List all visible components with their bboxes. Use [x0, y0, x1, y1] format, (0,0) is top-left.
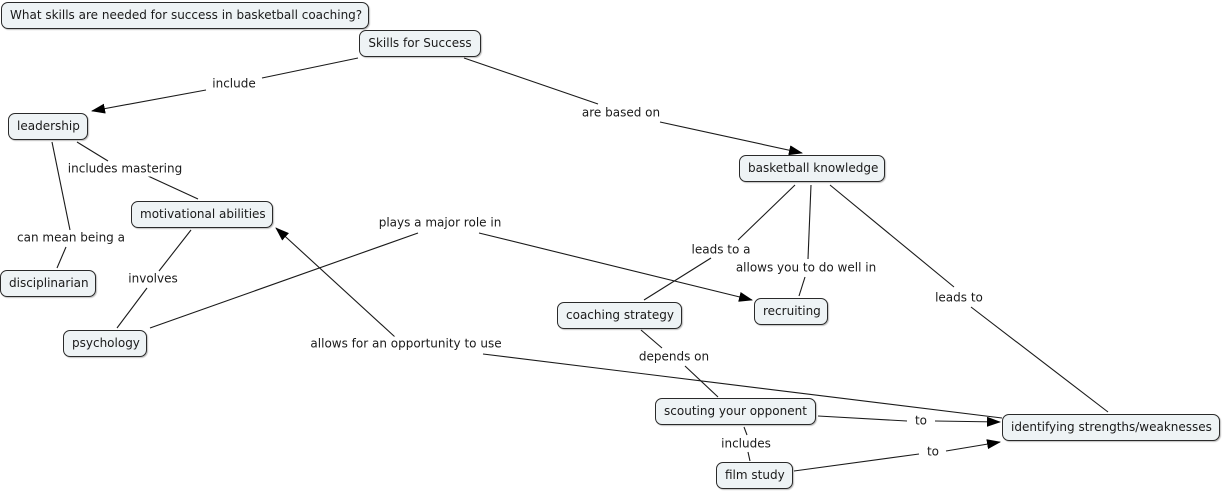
line-bball-dowell: [807, 184, 812, 260]
line-motivational-involves: [158, 229, 192, 272]
line-skills-basedon: [463, 57, 599, 105]
link-label-can-mean-being-a[interactable]: can mean being a: [15, 230, 127, 246]
line-dowell-recruiting: [798, 276, 806, 297]
concept-leadership[interactable]: leadership: [8, 113, 88, 140]
line-leadsto-identifying: [970, 306, 1109, 413]
link-label-includes-mastering[interactable]: includes mastering: [65, 161, 185, 177]
concept-motivational-abilities[interactable]: motivational abilities: [131, 201, 273, 228]
line-includes-film: [747, 451, 751, 462]
line-to2-identifying: [945, 439, 1001, 452]
line-scouting-to: [817, 415, 908, 422]
link-label-leads-to[interactable]: leads to: [933, 290, 985, 306]
link-label-to-scouting[interactable]: to: [912, 413, 930, 429]
line-leadership-includesmastering: [76, 141, 109, 162]
line-bball-leadsto: [829, 184, 955, 288]
line-leadstoa-coaching: [643, 257, 712, 301]
line-bball-leadstoa: [737, 184, 796, 241]
line-skills-include: [261, 57, 359, 79]
link-label-allows-you-to-do-well-in[interactable]: allows you to do well in: [733, 260, 879, 276]
line-opportunity-motivational: [275, 227, 396, 338]
link-label-to-film[interactable]: to: [924, 444, 942, 460]
concept-skills-for-success[interactable]: Skills for Success: [359, 30, 481, 57]
concept-identifying-strengths-weaknesses[interactable]: identifying strengths/weaknesses: [1002, 414, 1220, 441]
link-label-includes[interactable]: includes: [719, 436, 773, 452]
line-include-leadership: [91, 89, 207, 114]
focus-question[interactable]: What skills are needed for success in ba…: [1, 2, 369, 29]
line-scouting-includes: [743, 426, 748, 436]
link-label-leads-to-a[interactable]: leads to a: [689, 242, 753, 258]
line-involves-psychology: [116, 287, 148, 329]
line-basedon-bball: [659, 121, 803, 156]
concept-scouting-your-opponent[interactable]: scouting your opponent: [655, 398, 816, 425]
link-label-are-based-on[interactable]: are based on: [579, 105, 663, 121]
link-label-depends-on[interactable]: depends on: [636, 349, 712, 365]
line-coaching-dependson: [640, 329, 663, 349]
concept-disciplinarian[interactable]: disciplinarian: [0, 270, 96, 297]
line-film-to: [793, 453, 920, 472]
concept-basketball-knowledge[interactable]: basketball knowledge: [739, 155, 885, 182]
link-label-allows-for-an-opportunity-to-use[interactable]: allows for an opportunity to use: [308, 336, 504, 352]
concept-recruiting[interactable]: recruiting: [754, 298, 828, 325]
line-canmean-disciplinarian: [56, 246, 67, 269]
link-label-involves[interactable]: involves: [126, 271, 180, 287]
concept-coaching-strategy[interactable]: coaching strategy: [557, 302, 682, 329]
line-leadership-canmean: [51, 141, 71, 231]
link-label-include[interactable]: include: [210, 76, 258, 92]
line-psychology-majorrole: [149, 232, 419, 329]
concept-film-study[interactable]: film study: [716, 462, 793, 489]
concept-psychology[interactable]: psychology: [63, 330, 147, 357]
line-majorrole-recruiting: [478, 232, 753, 302]
link-label-plays-a-major-role-in[interactable]: plays a major role in: [376, 215, 504, 231]
line-dependson-scouting: [684, 365, 719, 398]
line-to-identifying: [934, 416, 1001, 427]
line-identifying-opportunity: [482, 353, 1003, 419]
line-includesmastering-motivational: [147, 175, 199, 200]
